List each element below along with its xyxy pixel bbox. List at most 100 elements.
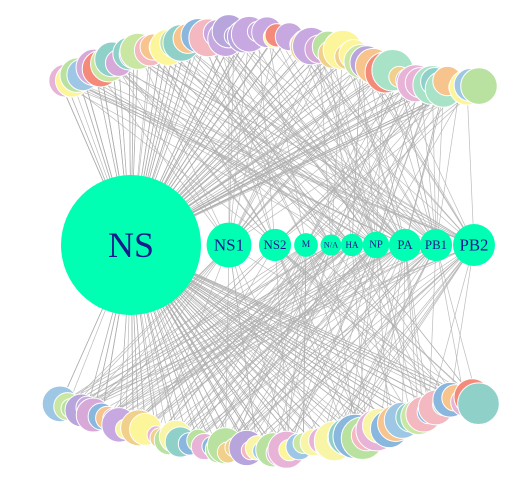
hub-node-pb2: [453, 224, 495, 266]
edge: [87, 244, 276, 408]
hub-node-ns1: [206, 222, 252, 268]
edge: [328, 244, 437, 446]
edge: [330, 83, 416, 246]
edge: [108, 63, 353, 246]
edge: [228, 49, 320, 246]
edge: [351, 80, 408, 246]
edge: [218, 244, 353, 450]
edge: [435, 244, 479, 404]
edge: [321, 244, 406, 441]
edge: [181, 42, 406, 246]
edge: [228, 244, 473, 398]
edge: [92, 244, 230, 416]
edge: [274, 85, 480, 246]
edge: [379, 244, 406, 426]
edge: [321, 244, 377, 441]
edge: [64, 80, 276, 246]
edge: [228, 82, 421, 246]
hub-label: NS1: [214, 236, 244, 255]
peripheral-node: [457, 382, 500, 426]
edge: [204, 244, 377, 447]
hub-node-pa: [388, 228, 422, 262]
edge: [228, 34, 250, 246]
hub-label: HA: [346, 240, 359, 250]
edge: [402, 244, 406, 421]
edge: [93, 67, 230, 246]
edge: [159, 244, 276, 439]
edge: [432, 85, 437, 246]
edge: [351, 244, 368, 436]
hub-label: PA: [397, 238, 413, 252]
peripheral-node: [460, 67, 498, 105]
edge: [257, 31, 276, 246]
edge: [274, 84, 433, 246]
edge: [118, 244, 353, 426]
edge: [333, 244, 475, 442]
hub-label: NS2: [264, 238, 287, 252]
edge: [67, 244, 332, 407]
edge: [375, 81, 436, 246]
edge: [107, 244, 332, 419]
edge: [354, 244, 377, 437]
edge: [228, 69, 393, 246]
edge: [180, 244, 377, 443]
hub-node-pb1: [419, 228, 453, 262]
edge: [201, 34, 406, 246]
edge: [274, 80, 448, 246]
edge: [398, 76, 437, 246]
hub-node-ns: [61, 175, 201, 315]
edge: [113, 244, 406, 420]
edge: [167, 47, 353, 246]
edge: [449, 244, 475, 400]
edge: [404, 80, 448, 246]
edge: [218, 244, 437, 450]
edge: [383, 70, 437, 246]
edge: [351, 244, 456, 399]
edge: [145, 244, 353, 430]
edge: [159, 244, 307, 439]
edge: [305, 244, 479, 404]
edge: [351, 88, 444, 246]
edge: [375, 70, 384, 246]
edge: [375, 244, 412, 418]
edge: [466, 87, 475, 246]
edge: [331, 53, 377, 246]
edge: [174, 42, 332, 246]
edge: [168, 244, 332, 441]
edge: [111, 59, 230, 246]
hub-node-ha: [340, 233, 364, 257]
edge: [228, 31, 406, 246]
edge: [276, 35, 406, 246]
edge: [305, 76, 400, 246]
edge: [274, 244, 444, 405]
hub-label: N/A: [324, 241, 338, 250]
edge: [107, 244, 353, 419]
edge: [149, 50, 276, 246]
edge: [228, 244, 323, 441]
edge: [228, 46, 329, 246]
edge: [228, 70, 384, 246]
edge: [435, 244, 466, 403]
edge: [272, 244, 475, 451]
edge: [330, 76, 400, 246]
edge: [234, 244, 353, 448]
edge: [107, 244, 307, 419]
edge: [248, 34, 377, 246]
edge: [302, 244, 307, 444]
hub-label: NS: [108, 225, 154, 265]
edge: [305, 244, 412, 418]
edge: [71, 80, 475, 246]
edge: [351, 244, 479, 404]
edge: [218, 244, 475, 450]
edge: [274, 244, 356, 437]
edge: [228, 84, 471, 246]
hub-label: PB2: [460, 236, 489, 255]
edge: [305, 85, 480, 246]
hub-node-m: [294, 233, 318, 257]
edge: [305, 244, 381, 426]
edge: [71, 80, 406, 246]
edge: [225, 244, 332, 446]
edge: [286, 244, 307, 450]
